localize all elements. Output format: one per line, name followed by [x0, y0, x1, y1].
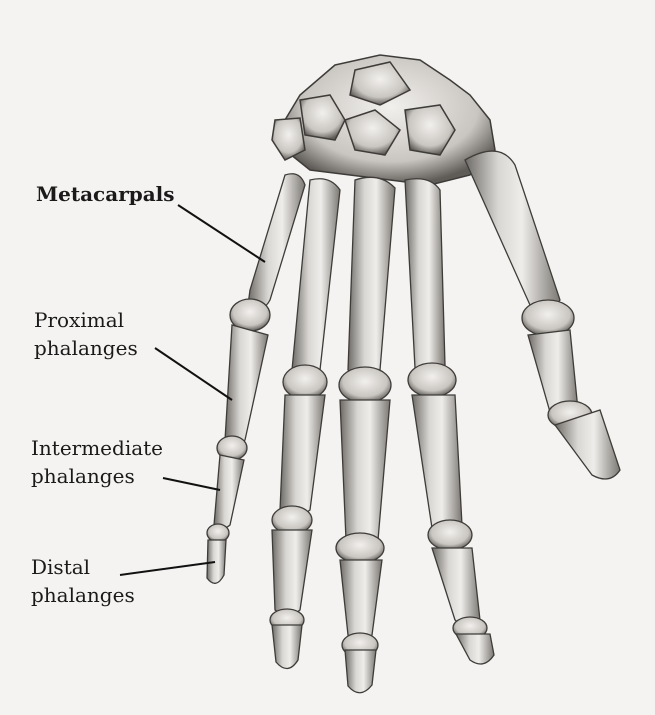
label-distal-phalanges: Distal phalanges [31, 553, 135, 609]
proximal-leader-line [155, 348, 232, 400]
metacarpals-leader-line [178, 205, 265, 262]
thumb-bones [465, 151, 620, 479]
label-intermediate-phalanges: Intermediate phalanges [31, 434, 163, 490]
label-distal-line2: phalanges [31, 581, 135, 609]
label-proximal-phalanges: Proximal phalanges [34, 306, 138, 362]
label-intermediate-line2: phalanges [31, 462, 163, 490]
label-distal-line1: Distal [31, 553, 135, 581]
label-proximal-line2: phalanges [34, 334, 138, 362]
index-finger-bones [405, 179, 494, 664]
label-intermediate-line1: Intermediate [31, 434, 163, 462]
middle-finger-bones [336, 177, 395, 692]
label-metacarpals: Metacarpals [36, 180, 175, 208]
intermediate-leader-line [163, 478, 220, 490]
label-metacarpals-text: Metacarpals [36, 180, 175, 208]
carpal-bones [272, 55, 495, 185]
label-proximal-line1: Proximal [34, 306, 138, 334]
